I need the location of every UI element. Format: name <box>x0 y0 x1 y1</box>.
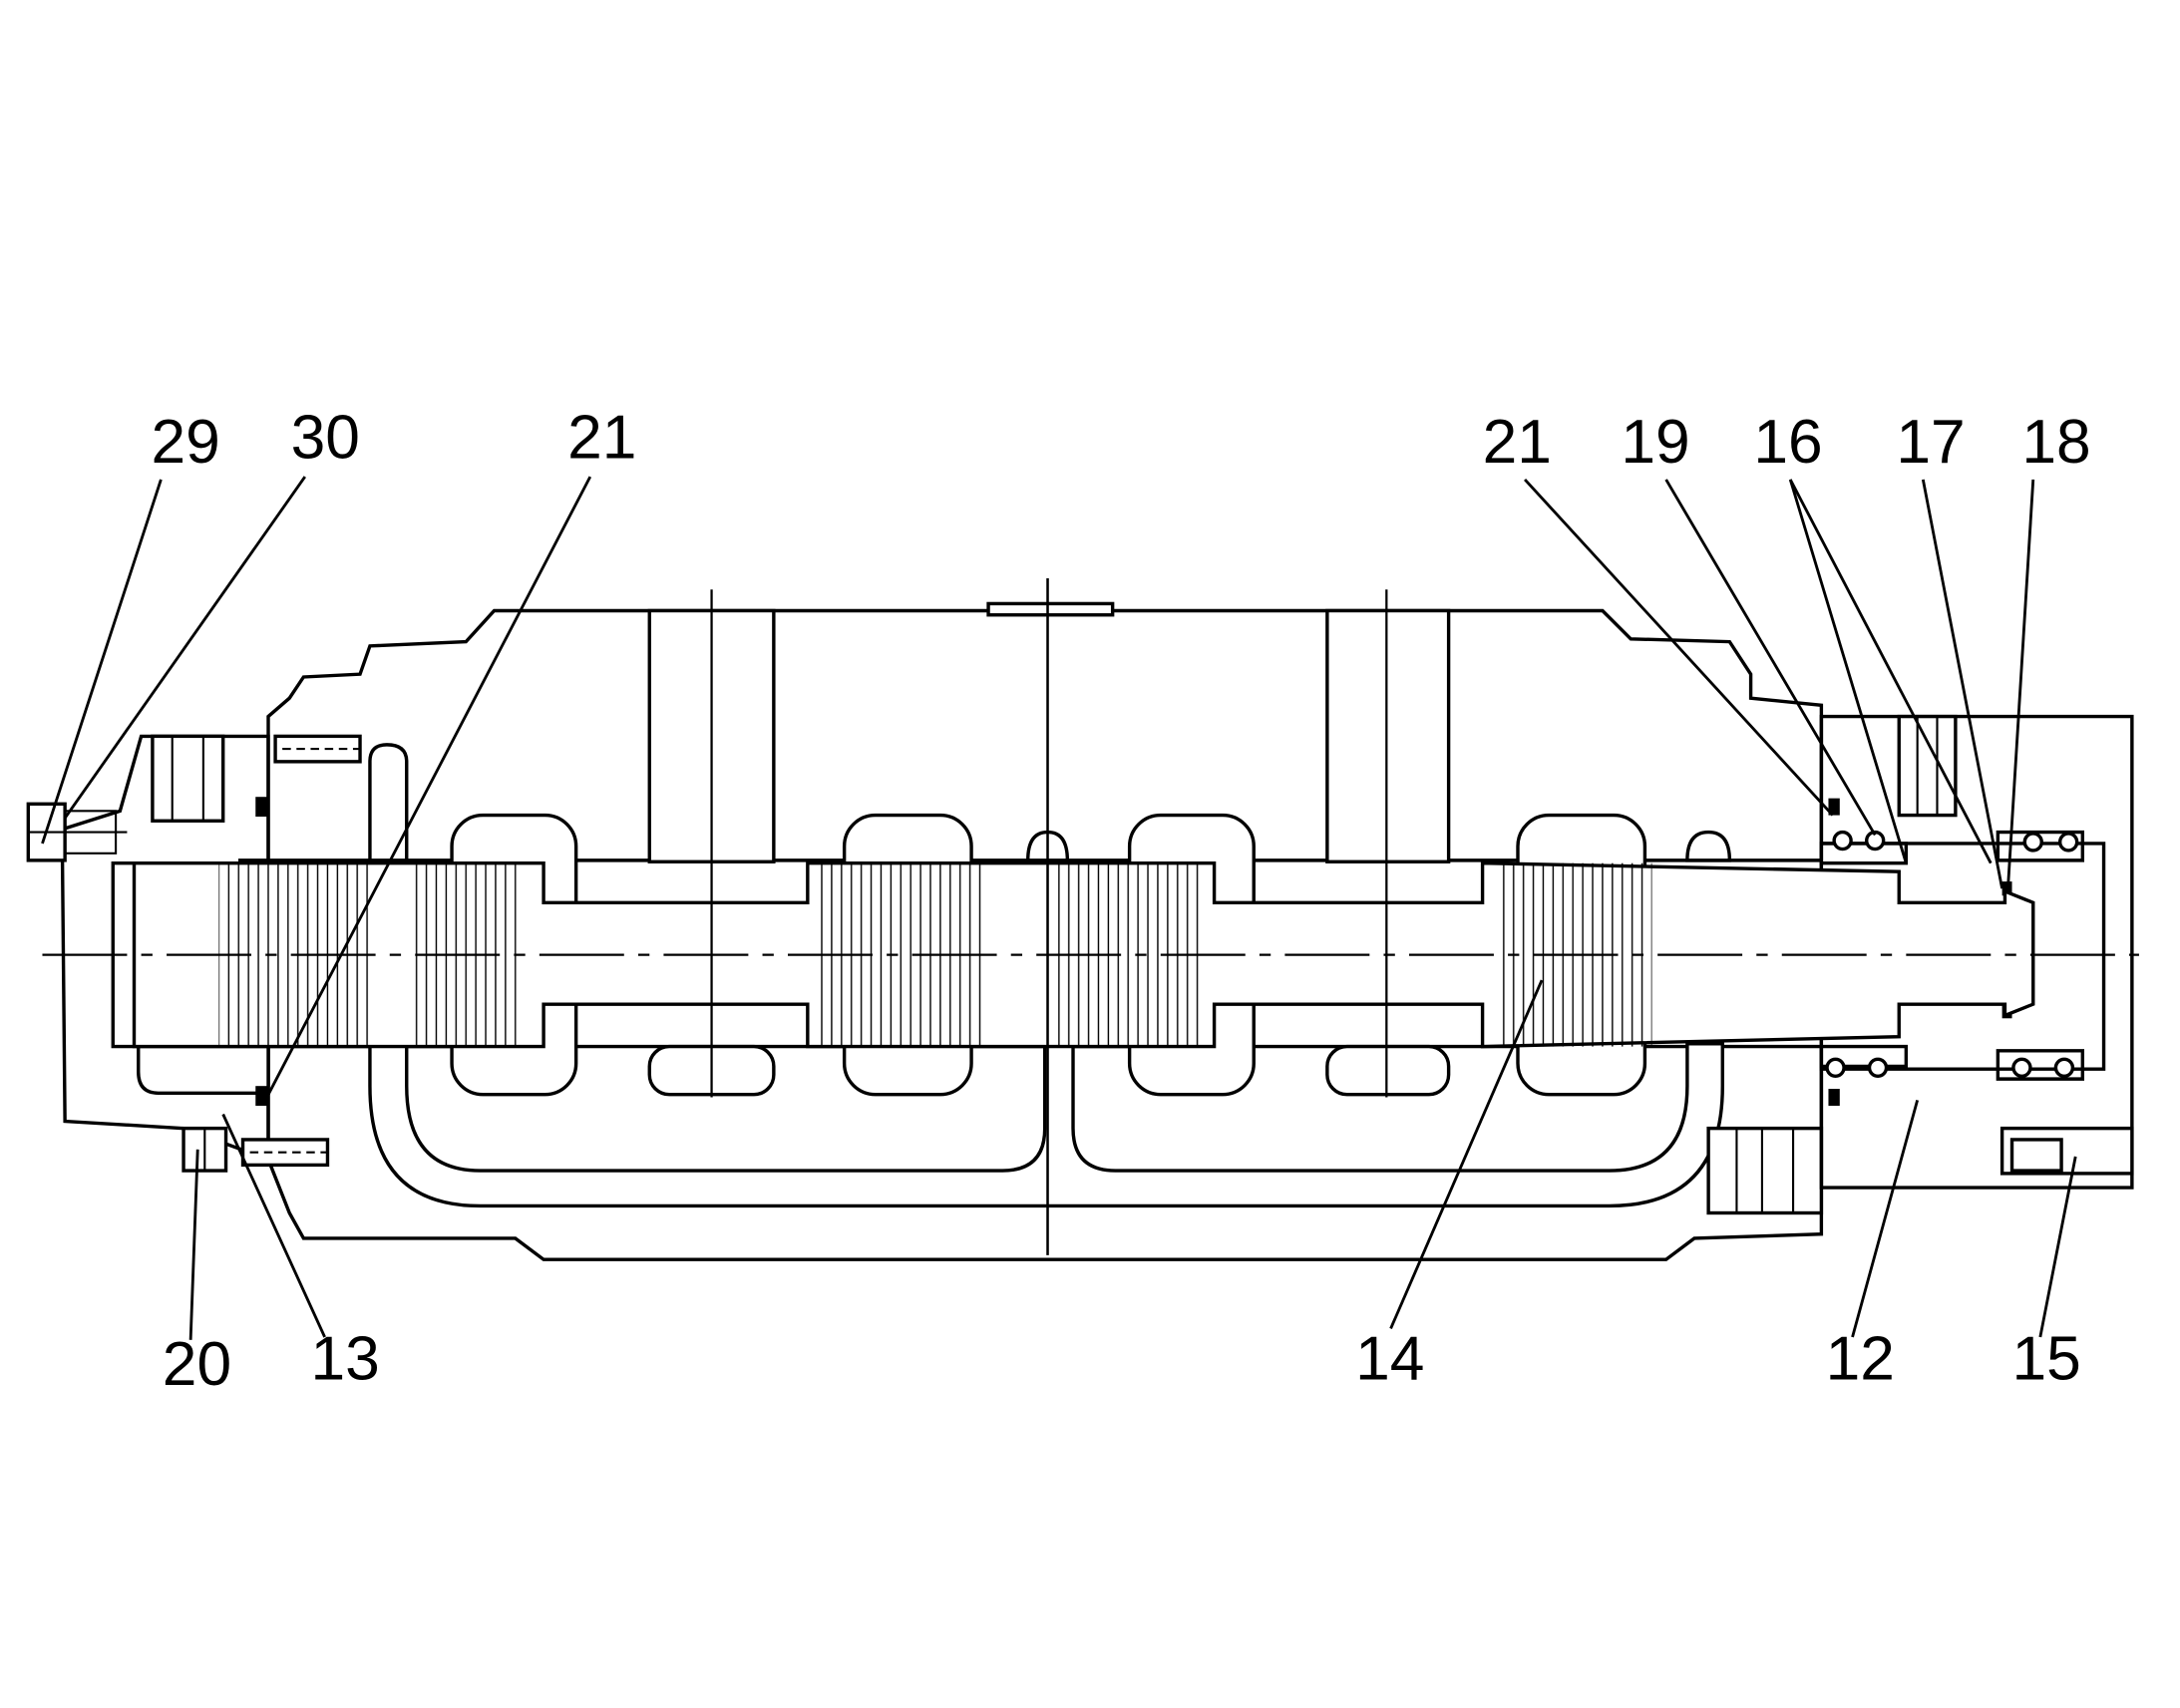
ref-29: 29 <box>151 408 219 477</box>
ref-21-left: 21 <box>567 404 636 473</box>
ref-16: 16 <box>1753 408 1822 477</box>
reference-numerals: 29 30 21 21 19 16 17 18 20 13 14 12 15 <box>151 404 2090 1399</box>
ref-15: 15 <box>2012 1324 2081 1393</box>
spool <box>132 860 2035 1049</box>
ref-19: 19 <box>1621 408 1689 477</box>
ref-20: 20 <box>163 1330 231 1399</box>
ref-14: 14 <box>1355 1324 1424 1393</box>
ref-30: 30 <box>291 404 360 473</box>
ref-17: 17 <box>1896 408 1965 477</box>
center-lines <box>42 577 2139 1255</box>
ref-21-right: 21 <box>1483 408 1552 477</box>
ref-13: 13 <box>310 1324 379 1393</box>
leader-lines <box>41 476 2077 1340</box>
ref-18: 18 <box>2021 408 2090 477</box>
ref-12: 12 <box>1826 1324 1895 1393</box>
